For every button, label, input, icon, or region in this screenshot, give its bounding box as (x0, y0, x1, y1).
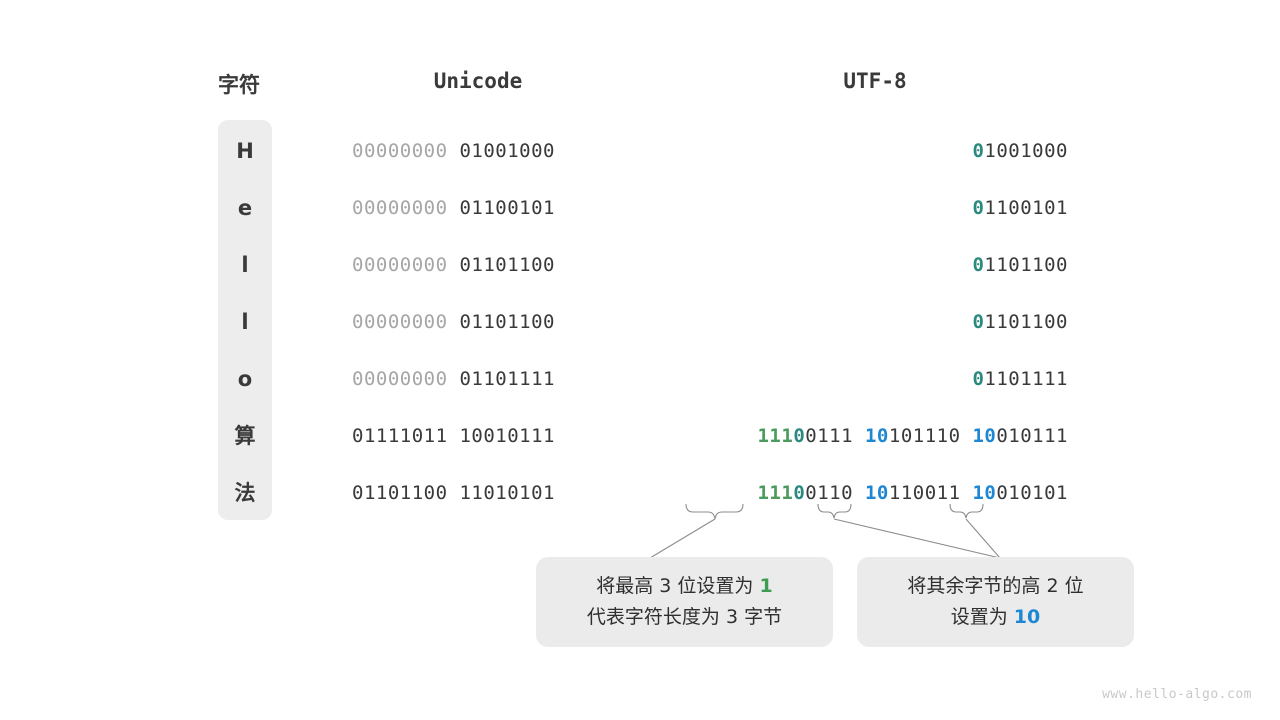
cell-character: H (236, 139, 254, 163)
bit-segment-blue: 10 (972, 482, 997, 504)
bit-segment-dark: 0111 (805, 425, 854, 447)
cell-character: 法 (234, 481, 256, 505)
bit-segment-dark: 01100101 (459, 197, 555, 219)
cell-utf8-bits: 01101111 (560, 351, 1068, 408)
bit-segment-dark: 11010101 (459, 482, 555, 504)
bit-segment-dark (448, 254, 460, 276)
cell-utf8-bits: 01101100 (560, 294, 1068, 351)
bit-segment-dim: 00000000 (352, 197, 448, 219)
bit-segment-dim: 00000000 (352, 368, 448, 390)
cell-character: l (241, 253, 249, 277)
bit-segment-dark: 0110 (805, 482, 854, 504)
bit-segment-teal: 0 (972, 197, 985, 219)
bit-segment-blue: 10 (864, 482, 889, 504)
cell-utf8-bits: 01101100 (560, 237, 1068, 294)
bit-segment-teal: 0 (972, 368, 985, 390)
bit-segment-dark (448, 482, 460, 504)
bit-segment-dark: 1100101 (984, 197, 1068, 219)
callout-leading-bits: 将最高 3 位设置为 1 代表字符长度为 3 字节 (536, 557, 833, 647)
cell-utf8-bits: 11100111 10101110 10010111 (560, 408, 1068, 465)
bit-segment-dark: 1001000 (984, 140, 1068, 162)
bit-segment-teal: 0 (972, 254, 985, 276)
bit-segment-dark (448, 311, 460, 333)
bit-segment-plain: 设置为 (950, 606, 1014, 628)
callout-continuation-bits: 将其余字节的高 2 位设置为 10 (857, 557, 1134, 647)
column-header-utf8: UTF-8 (843, 69, 907, 93)
bit-segment-dark (448, 425, 460, 447)
bit-segment-blue: 10 (864, 425, 889, 447)
bit-segment-dark: 1101100 (984, 311, 1068, 333)
bit-segment-plain: 将其余字节的高 2 位 (907, 574, 1084, 597)
bit-segment-dark (853, 425, 865, 447)
watermark: www.hello-algo.com (1102, 687, 1252, 702)
bit-segment-dark (448, 197, 460, 219)
cell-unicode-bits: 01101100 11010101 (352, 465, 555, 522)
bit-segment-blue: 10 (972, 425, 997, 447)
cell-unicode-bits: 00000000 01101100 (352, 294, 555, 351)
bit-segment-dark: 01101100 (459, 311, 555, 333)
cell-unicode-bits: 00000000 01101100 (352, 237, 555, 294)
bit-segment-dark: 101110 (888, 425, 961, 447)
cell-unicode-bits: 00000000 01101111 (352, 351, 555, 408)
bit-segment-dark: 01101111 (459, 368, 555, 390)
bit-segment-green: 111 (757, 482, 794, 504)
bit-segment-plain: 将最高 3 位设置为 (596, 574, 760, 597)
callout-line: 将其余字节的高 2 位 (907, 571, 1083, 602)
cell-utf8-bits: 01001000 (560, 123, 1068, 180)
bit-segment-plain: 代表字符长度为 3 字节 (586, 606, 783, 628)
bit-segment-green: 1 (759, 574, 773, 597)
cell-unicode-bits: 00000000 01001000 (352, 123, 555, 180)
bit-segment-dark: 010101 (996, 482, 1068, 504)
cell-unicode-bits: 01111011 10010111 (352, 408, 555, 465)
bit-segment-teal: 0 (793, 482, 806, 504)
bit-segment-dim: 00000000 (352, 311, 448, 333)
bit-segment-dark: 10010111 (459, 425, 555, 447)
bit-segment-dark: 01101100 (352, 482, 448, 504)
cell-character: l (241, 310, 249, 334)
bit-segment-dark: 01001000 (459, 140, 555, 162)
bit-segment-dark (961, 482, 973, 504)
column-header-unicode: Unicode (433, 69, 523, 93)
bit-segment-teal: 0 (972, 140, 985, 162)
bit-segment-dark: 01101100 (459, 254, 555, 276)
cell-character: 算 (234, 424, 256, 448)
column-header-char: 字符 (218, 73, 260, 97)
bit-segment-blue: 10 (1013, 606, 1041, 628)
bit-segment-teal: 0 (972, 311, 985, 333)
bit-segment-dark: 1101100 (984, 254, 1068, 276)
cell-character: e (237, 196, 253, 220)
cell-character: o (237, 367, 253, 391)
bit-segment-dark (448, 140, 460, 162)
bit-segment-dim: 00000000 (352, 254, 448, 276)
char-column-background (218, 120, 272, 520)
bit-segment-dark: 1101111 (984, 368, 1068, 390)
bit-segment-teal: 0 (793, 425, 806, 447)
cell-utf8-bits: 11100110 10110011 10010101 (560, 465, 1068, 522)
callout-line: 代表字符长度为 3 字节 (587, 602, 782, 633)
callout-line: 将最高 3 位设置为 1 (596, 571, 772, 602)
bit-segment-dim: 00000000 (352, 140, 448, 162)
bit-segment-dark: 01111011 (352, 425, 448, 447)
bit-segment-green: 111 (757, 425, 794, 447)
callout-line: 设置为 10 (951, 602, 1041, 633)
cell-utf8-bits: 01100101 (560, 180, 1068, 237)
bit-segment-dark (448, 368, 460, 390)
bit-segment-dark: 110011 (888, 482, 961, 504)
bit-segment-dark (961, 425, 973, 447)
cell-unicode-bits: 00000000 01100101 (352, 180, 555, 237)
bit-segment-dark (853, 482, 865, 504)
bit-segment-dark: 010111 (996, 425, 1068, 447)
